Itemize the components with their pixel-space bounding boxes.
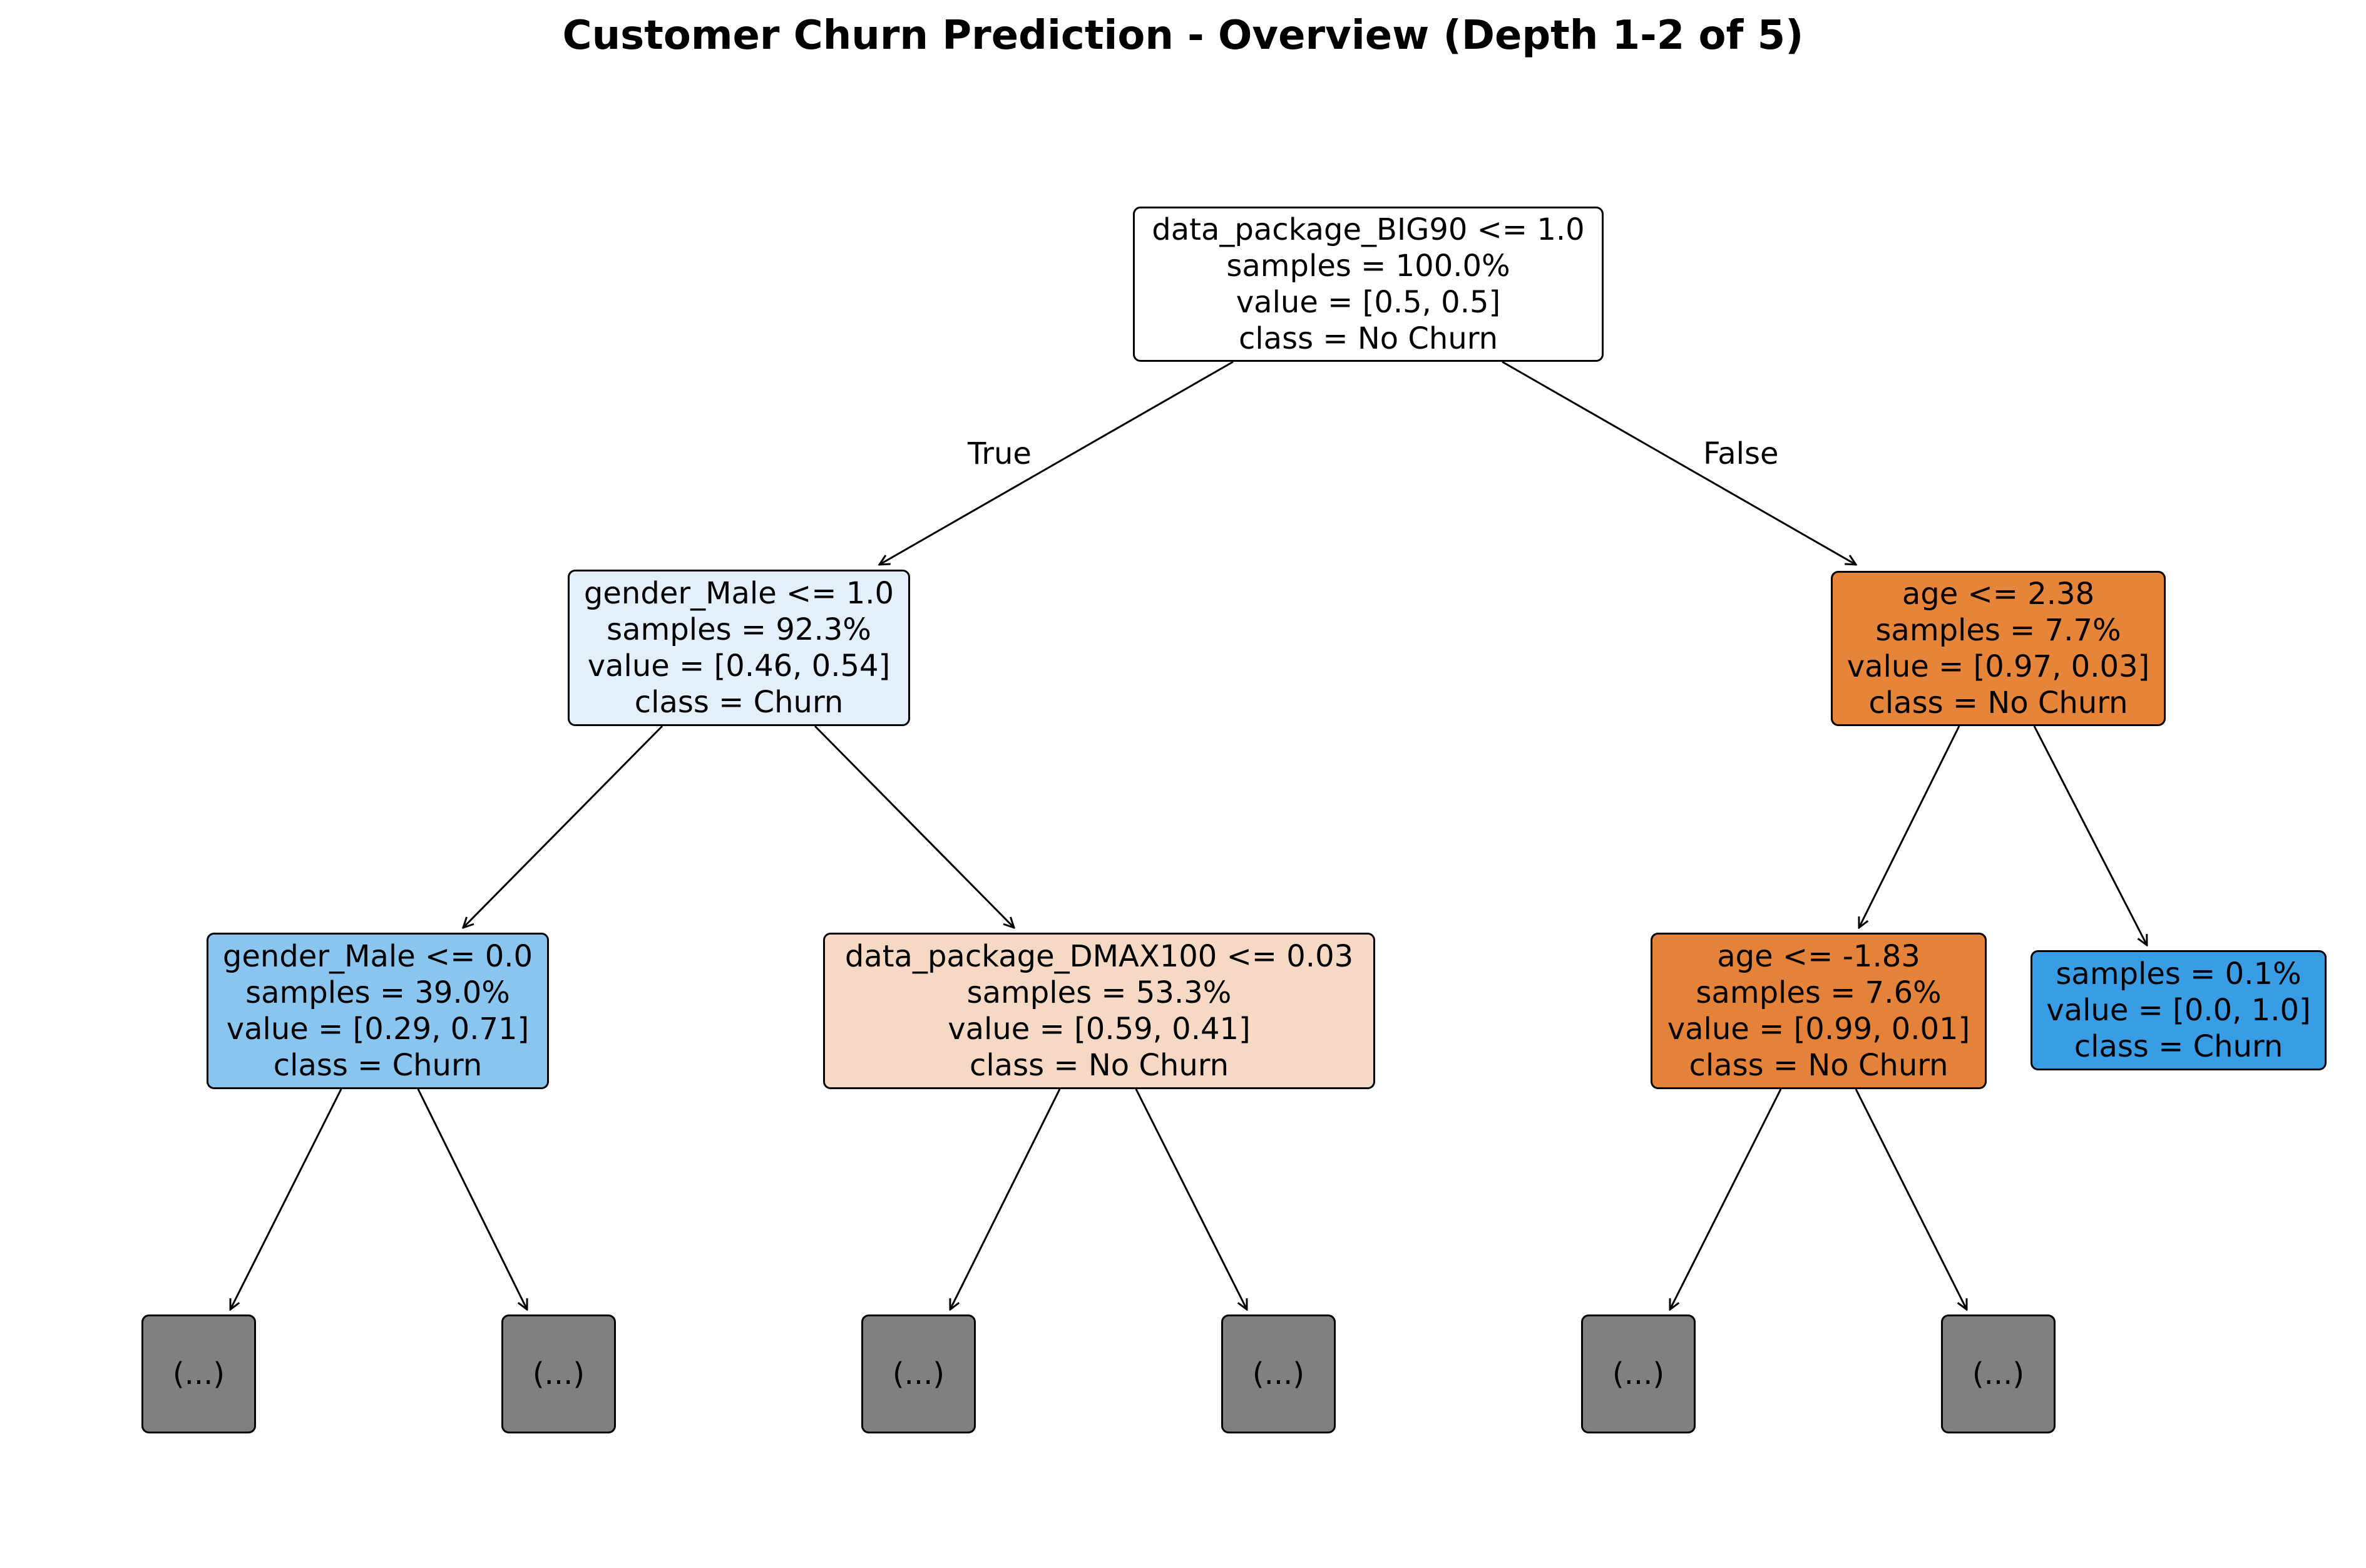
node-value: value = [0.5, 0.5] — [1236, 285, 1501, 320]
node-rule: gender_Male <= 1.0 — [583, 576, 894, 611]
node-value: value = [0.29, 0.71] — [226, 1012, 530, 1047]
node-samples: samples = 92.3% — [607, 612, 871, 647]
edge-right-rl — [1859, 725, 1960, 928]
chart-title: Customer Churn Prediction - Overview (De… — [562, 13, 1804, 59]
edge-left-lr — [814, 725, 1014, 928]
node-value: value = [0.46, 0.54] — [587, 648, 891, 684]
truncated-node: (...) — [861, 1314, 976, 1433]
tree-node-root: data_package_BIG90 <= 1.0 samples = 100.… — [1133, 207, 1604, 362]
edge-right-rr — [2033, 725, 2147, 945]
node-samples: samples = 39.0% — [245, 975, 510, 1010]
edge-ll-t1 — [230, 1089, 342, 1309]
node-class: class = Churn — [273, 1048, 483, 1083]
edge-rl-t1 — [1670, 1089, 1782, 1309]
node-samples: samples = 53.3% — [966, 975, 1232, 1010]
tree-node-right: age <= 2.38 samples = 7.7% value = [0.97… — [1831, 571, 2166, 726]
node-class: class = No Churn — [1868, 685, 2128, 720]
tree-node-left: gender_Male <= 1.0 samples = 92.3% value… — [568, 570, 910, 726]
node-value: value = [0.0, 1.0] — [2046, 993, 2311, 1028]
truncated-node: (...) — [1581, 1314, 1696, 1433]
truncated-node: (...) — [1941, 1314, 2056, 1433]
node-samples: samples = 100.0% — [1226, 249, 1510, 284]
node-rule: data_package_DMAX100 <= 0.03 — [844, 939, 1354, 974]
edge-lr-t2 — [1135, 1089, 1247, 1309]
node-class: class = Churn — [634, 685, 844, 720]
truncated-node: (...) — [1221, 1314, 1336, 1433]
node-value: value = [0.59, 0.41] — [948, 1012, 1251, 1047]
tree-node-left-left: gender_Male <= 0.0 samples = 39.0% value… — [207, 933, 549, 1089]
truncated-node: (...) — [501, 1314, 616, 1433]
tree-node-left-right: data_package_DMAX100 <= 0.03 samples = 5… — [823, 933, 1375, 1089]
edge-rl-t2 — [1855, 1089, 1967, 1309]
node-class: class = No Churn — [969, 1048, 1229, 1083]
node-rule: age <= -1.83 — [1717, 939, 1920, 974]
edge-ll-t2 — [417, 1089, 527, 1309]
truncated-node: (...) — [141, 1314, 256, 1433]
node-rule: age <= 2.38 — [1902, 576, 2095, 612]
node-class: class = Churn — [2074, 1029, 2283, 1064]
edge-root-left — [879, 361, 1234, 565]
edge-left-ll — [463, 725, 663, 928]
node-rule: gender_Male <= 0.0 — [222, 939, 533, 974]
edge-lr-t1 — [950, 1089, 1061, 1309]
node-samples: samples = 7.7% — [1875, 613, 2121, 648]
edge-root-right — [1502, 361, 1856, 565]
node-value: value = [0.99, 0.01] — [1667, 1012, 1970, 1047]
edge-label-true: True — [968, 436, 1032, 471]
edge-label-false: False — [1703, 436, 1779, 471]
node-class: class = No Churn — [1238, 321, 1498, 356]
tree-node-right-left: age <= -1.83 samples = 7.6% value = [0.9… — [1651, 933, 1987, 1089]
node-class: class = No Churn — [1689, 1048, 1949, 1083]
node-samples: samples = 0.1% — [2056, 956, 2302, 992]
node-samples: samples = 7.6% — [1696, 975, 1942, 1010]
tree-leaf-right-right: samples = 0.1% value = [0.0, 1.0] class … — [2031, 950, 2327, 1070]
node-rule: data_package_BIG90 <= 1.0 — [1152, 212, 1585, 247]
node-value: value = [0.97, 0.03] — [1846, 649, 2150, 684]
